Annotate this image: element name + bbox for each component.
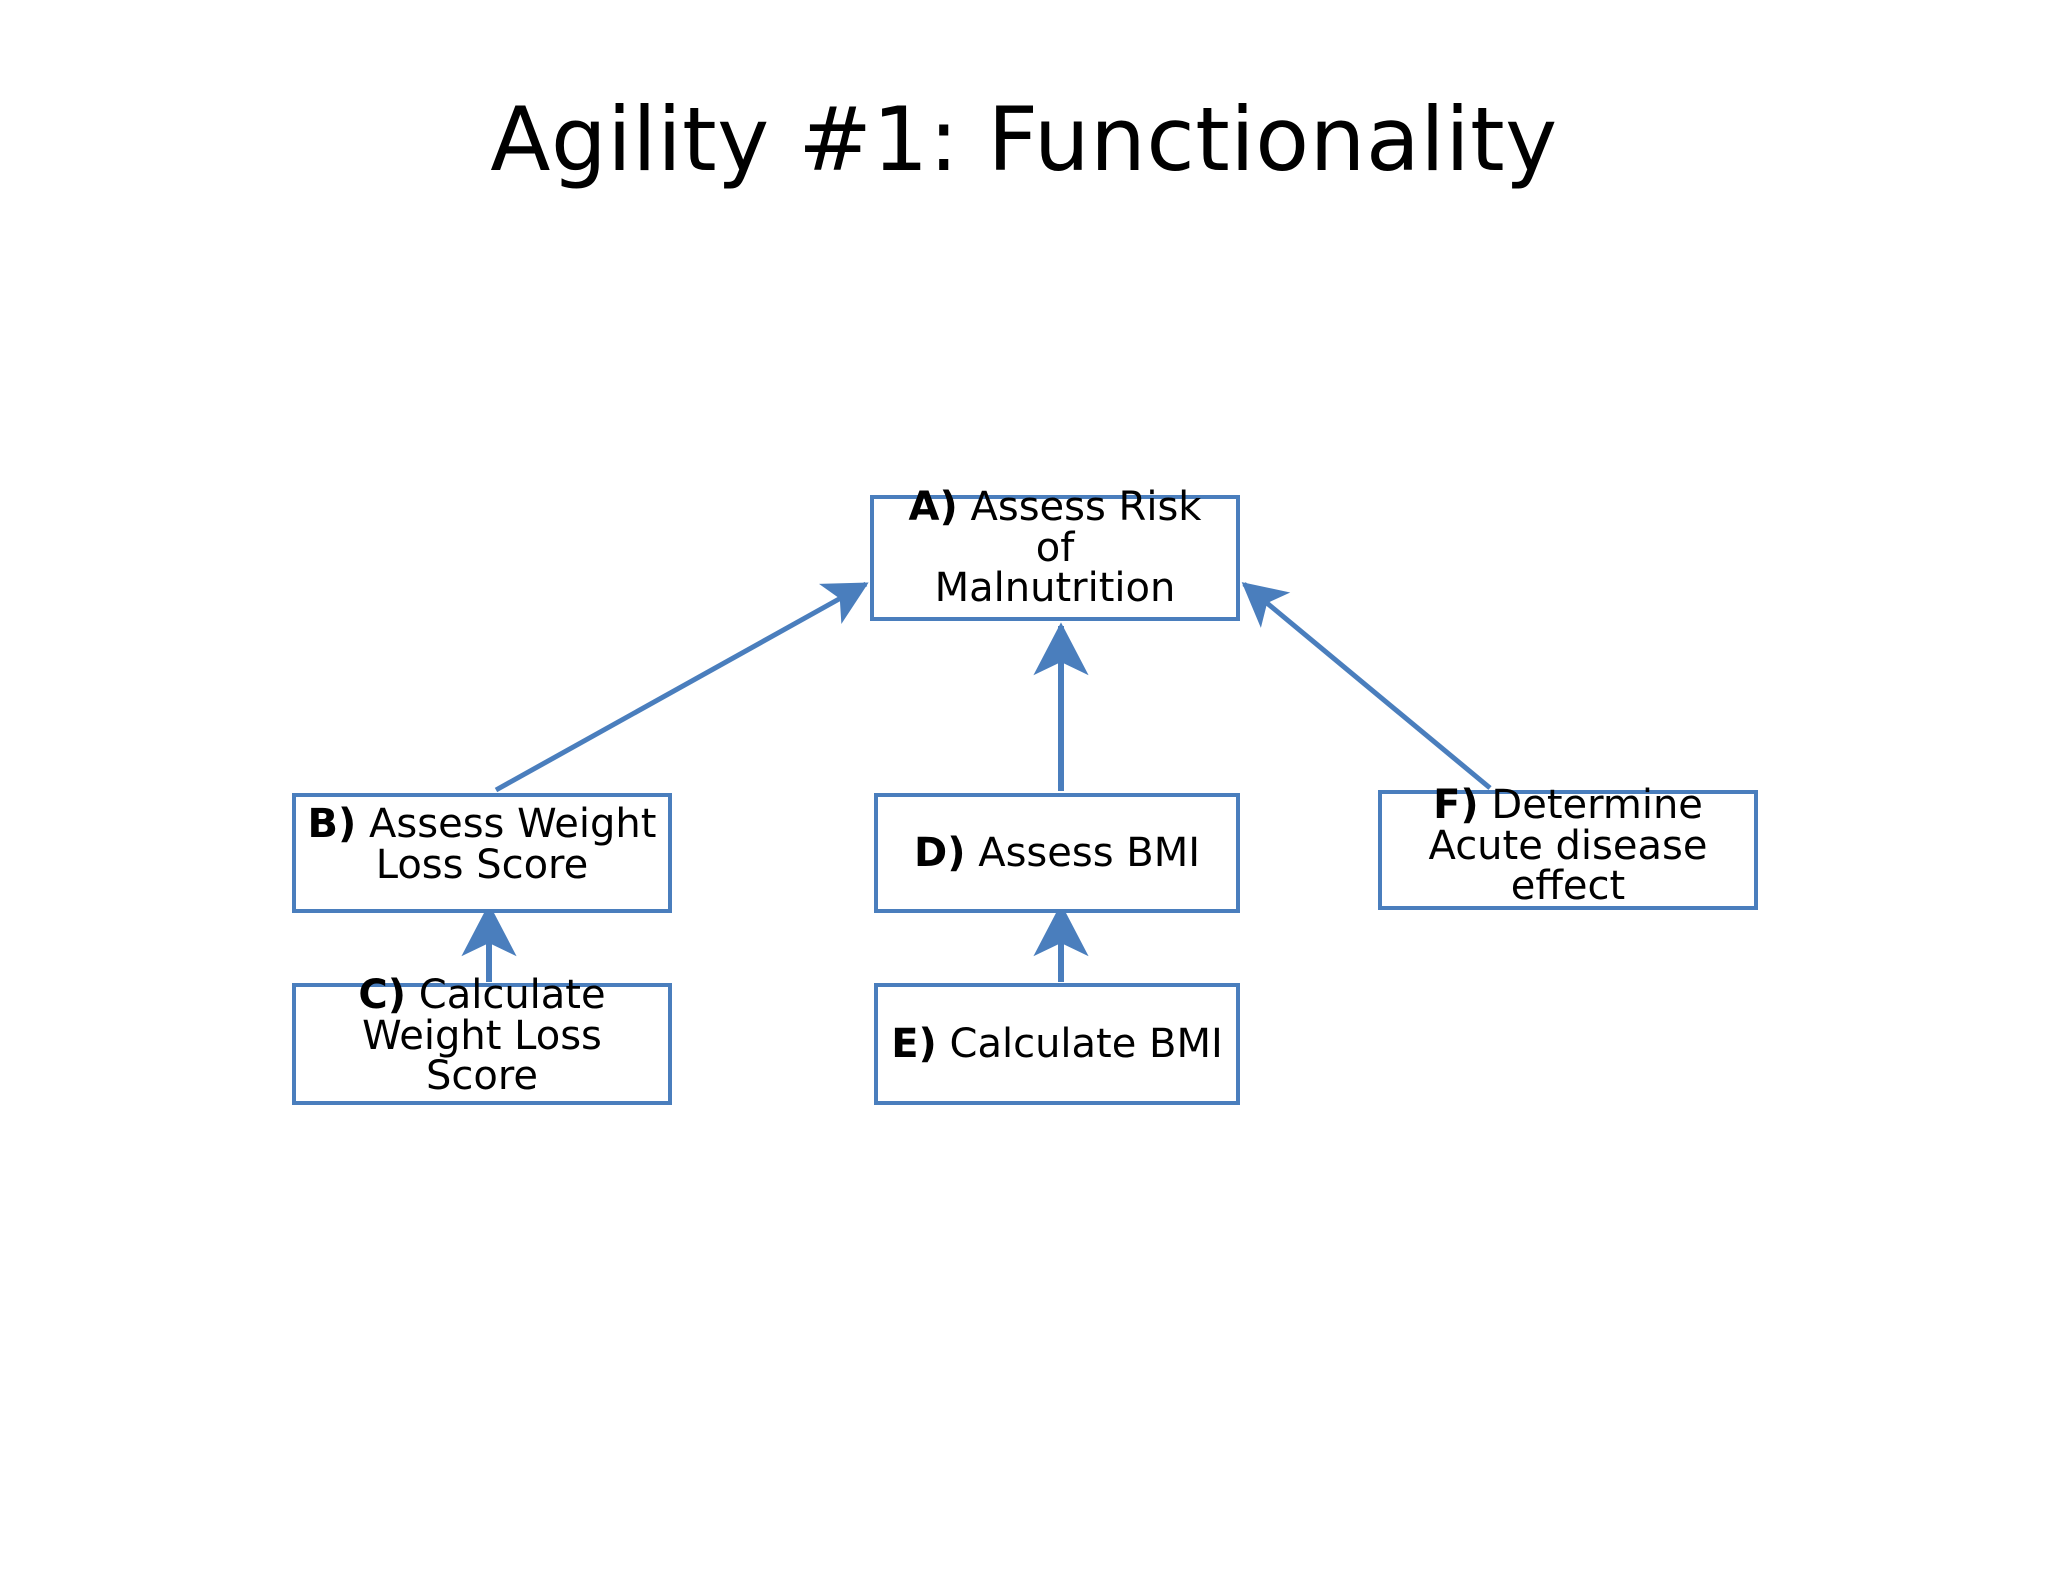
node-b-label: B) Assess Weight Loss Score [298,804,667,886]
edge-f-to-a [1241,582,1492,790]
node-f-label: F) Determine Acute disease effect [1419,781,1718,910]
node-b-prefix: B) [307,801,357,848]
node-d-label: D) Assess BMI [904,829,1210,876]
node-e-calculate-bmi[interactable]: E) Calculate BMI [874,983,1240,1105]
node-e-text: Calculate BMI [949,1020,1223,1067]
node-b-text: Assess Weight Loss Score [369,801,657,888]
node-c-prefix: C) [358,971,407,1018]
node-d-prefix: D) [914,829,966,876]
edge-b-to-a [494,581,869,793]
node-e-label: E) Calculate BMI [881,1020,1233,1067]
node-a-prefix: A) [908,483,958,530]
node-e-prefix: E) [891,1020,937,1067]
node-a-assess-risk-of-malnutrition[interactable]: A) Assess Risk of Malnutrition [870,486,1240,621]
node-a-label: A) Assess Risk of Malnutrition [874,483,1236,612]
node-f-text: Determine Acute disease effect [1428,781,1708,910]
node-f-determine-acute-disease-effect[interactable]: F) Determine Acute disease effect [1378,784,1758,910]
node-d-text: Assess BMI [978,829,1200,876]
node-b-assess-weight-loss-score[interactable]: B) Assess Weight Loss Score [292,793,672,913]
page-title: Agility #1: Functionality [490,88,1558,191]
node-c-label: C) Calculate Weight Loss Score [296,971,668,1100]
node-a-text: Assess Risk of Malnutrition [934,483,1202,612]
node-c-text: Calculate Weight Loss Score [362,971,606,1100]
node-d-assess-bmi[interactable]: D) Assess BMI [874,793,1240,913]
node-f-prefix: F) [1433,781,1479,828]
node-c-calculate-weight-loss-score[interactable]: C) Calculate Weight Loss Score [292,974,672,1105]
